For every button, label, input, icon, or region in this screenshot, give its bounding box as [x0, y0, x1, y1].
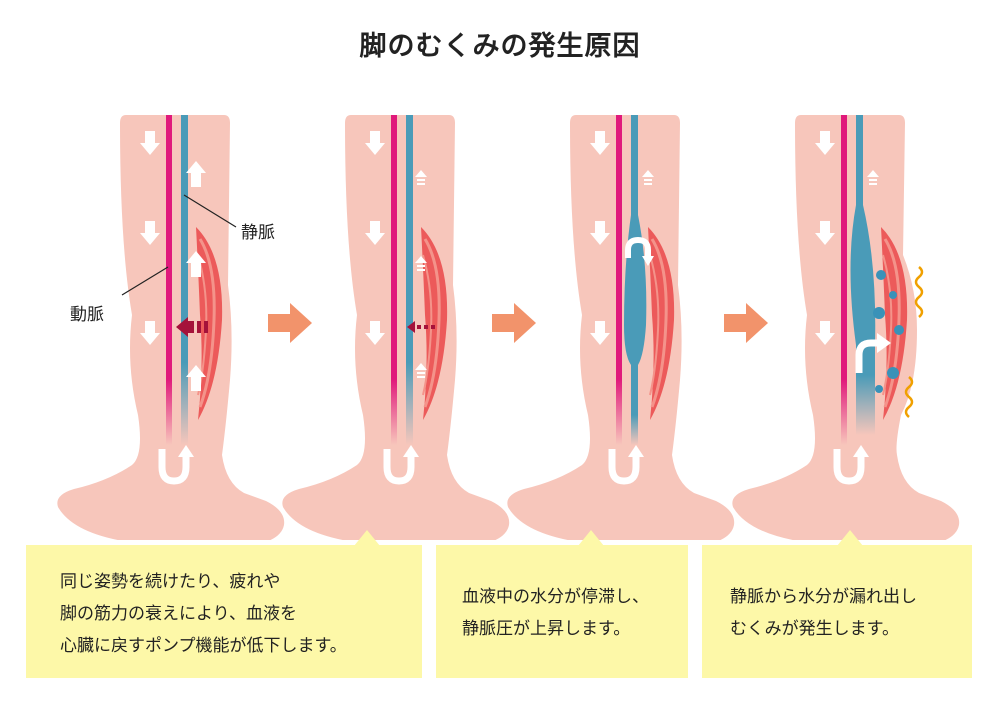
caption-line: 静脈から水分が漏れ出し — [730, 587, 917, 607]
caption-line: むくみが発生します。 — [730, 619, 899, 639]
step-arrow-icon — [268, 303, 312, 343]
caption-box-1: 同じ姿勢を続けたり、疲れや 脚の筋力の衰えにより、血液を 心臓に戻すポンプ機能が… — [26, 545, 422, 678]
caption-line: 脚の筋力の衰えにより、血液を — [60, 604, 297, 624]
vein-swollen — [850, 115, 876, 375]
artery — [841, 115, 847, 445]
u-turn-arrow-icon — [625, 236, 654, 266]
caption-box-3: 静脈から水分が漏れ出し むくみが発生します。 — [702, 545, 972, 678]
caption-line: 血液中の水分が停滞し、 — [462, 587, 649, 607]
artery — [391, 115, 397, 445]
caption-tail — [354, 530, 380, 546]
vein — [406, 115, 413, 445]
leg-pump-weakened — [282, 115, 510, 540]
leg-edema — [732, 115, 960, 540]
vein-leader — [183, 194, 237, 228]
leak-arrow-icon — [855, 333, 891, 373]
leg-normal — [57, 115, 285, 540]
legs-diagram — [57, 115, 960, 540]
vein-label: 静脈 — [241, 223, 275, 243]
caption-tail — [837, 530, 863, 546]
step-arrow-icon — [724, 303, 768, 343]
page-title: 脚のむくみの発生原因 — [359, 31, 641, 62]
wave-icon — [904, 376, 914, 418]
caption-line: 同じ姿勢を続けたり、疲れや — [60, 572, 281, 592]
pump-arrow-icon — [407, 321, 435, 333]
leg-fluid-stagnation — [507, 115, 735, 540]
step-arrow-icon — [492, 303, 536, 343]
caption-tail — [578, 530, 604, 546]
pump-arrow-icon — [176, 317, 208, 337]
artery-label: 動脈 — [70, 305, 104, 325]
caption-line: 心臓に戻すポンプ機能が低下します。 — [60, 636, 347, 656]
vein-swollen — [624, 115, 647, 415]
caption-box-2: 血液中の水分が停滞し、 静脈圧が上昇します。 — [436, 545, 688, 678]
artery-leader — [121, 266, 169, 296]
artery — [616, 115, 622, 445]
droplet-icon — [873, 270, 904, 393]
wave-icon — [914, 266, 924, 318]
caption-line: 静脈圧が上昇します。 — [462, 619, 631, 639]
artery — [166, 115, 172, 445]
vein — [181, 115, 188, 445]
